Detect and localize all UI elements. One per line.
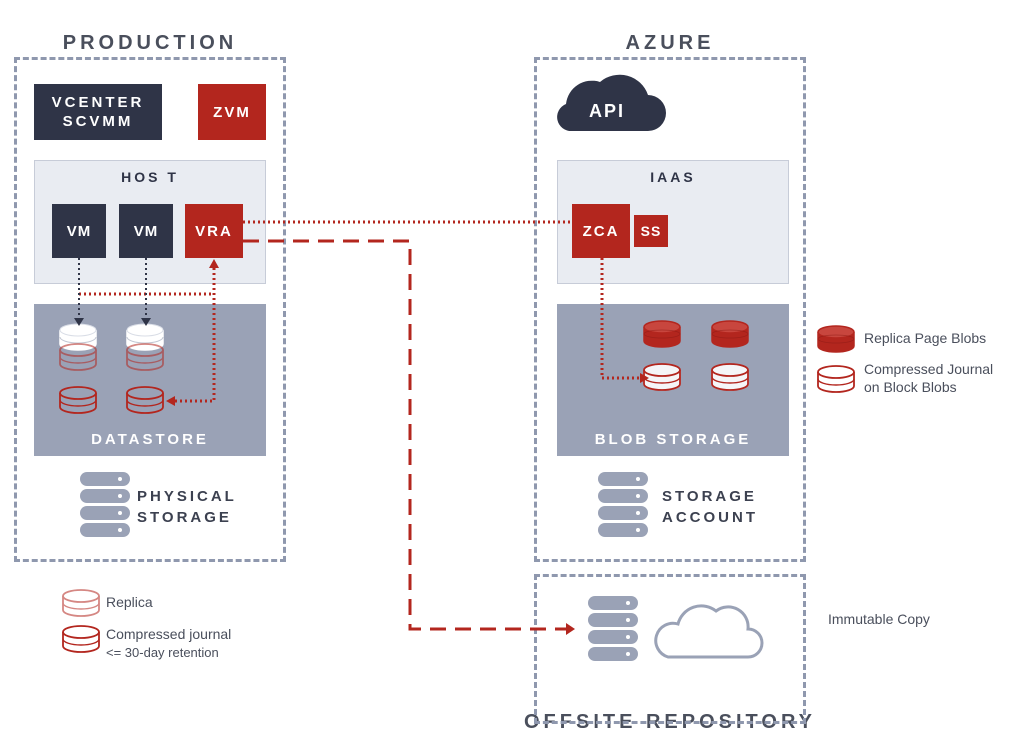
- arrowhead-blob: [640, 373, 649, 383]
- arrowhead-offsite: [566, 623, 575, 635]
- legend-journal-line1: Compressed journal: [106, 626, 232, 642]
- storage-account-label: STORAGE ACCOUNT: [662, 488, 758, 526]
- immutable-copy-label: Immutable Copy: [828, 611, 930, 627]
- replication-dotted-lines: [79, 220, 640, 403]
- legend-block-blob-icon: [817, 365, 855, 393]
- offsite-dashed-line: [243, 239, 566, 631]
- legend-block-blobs-line1: Compressed Journal: [864, 361, 994, 377]
- blob-storage-label: BLOB STORAGE: [594, 431, 752, 448]
- api-label: API: [589, 101, 625, 121]
- legend-replica-page-blobs: Replica Page Blobs: [864, 330, 987, 346]
- host-label: HOS T: [121, 169, 179, 185]
- offsite-container: [534, 574, 806, 724]
- azure-container: [534, 57, 806, 562]
- physical-storage-icon: [80, 472, 130, 537]
- datastore-journal-drum-2: [126, 386, 164, 414]
- legend-replica-icon: [62, 589, 100, 617]
- blob-page-drum-2: [711, 320, 749, 348]
- blob-page-drum-1: [643, 320, 681, 348]
- arrowhead-journal: [166, 396, 175, 406]
- vm-dotted-lines: [78, 258, 147, 318]
- blob-block-drum-2: [711, 363, 749, 391]
- vm-box-1[interactable]: VM: [52, 204, 106, 258]
- arrowhead-vm1: [74, 318, 84, 326]
- vra-box[interactable]: VRA: [185, 204, 243, 258]
- vcenter-scvmm-box[interactable]: VCENTER SCVMM: [34, 84, 162, 140]
- production-container: [14, 57, 286, 562]
- arrowhead-vra-up: [209, 259, 219, 268]
- production-title: PRODUCTION: [62, 32, 238, 54]
- ss-box[interactable]: SS: [634, 215, 668, 247]
- iaas-label: IAAS: [650, 169, 696, 185]
- blob-block-drum-1: [643, 363, 681, 391]
- datastore-journal-drum-1: [59, 386, 97, 414]
- legend-page-blob-icon: [817, 325, 855, 353]
- legend-journal-icon: [62, 625, 100, 653]
- legend-replica-text: Replica: [106, 594, 153, 610]
- legend-block-blobs-line2: on Block Blobs: [864, 379, 957, 395]
- api-cloud-icon: [557, 74, 666, 132]
- storage-account-icon: [598, 472, 648, 537]
- offsite-server-icon: [588, 596, 638, 661]
- zca-box[interactable]: ZCA: [572, 204, 630, 258]
- azure-title: AZURE: [625, 32, 715, 54]
- arrowhead-vm2: [141, 318, 151, 326]
- offsite-cloud-icon: [654, 604, 764, 659]
- vm-box-2[interactable]: VM: [119, 204, 173, 258]
- legend-journal-line2: <= 30-day retention: [106, 645, 219, 660]
- datastore-label: DATASTORE: [91, 431, 209, 448]
- zvm-box[interactable]: ZVM: [198, 84, 266, 140]
- physical-storage-label: PHYSICAL STORAGE: [137, 488, 237, 526]
